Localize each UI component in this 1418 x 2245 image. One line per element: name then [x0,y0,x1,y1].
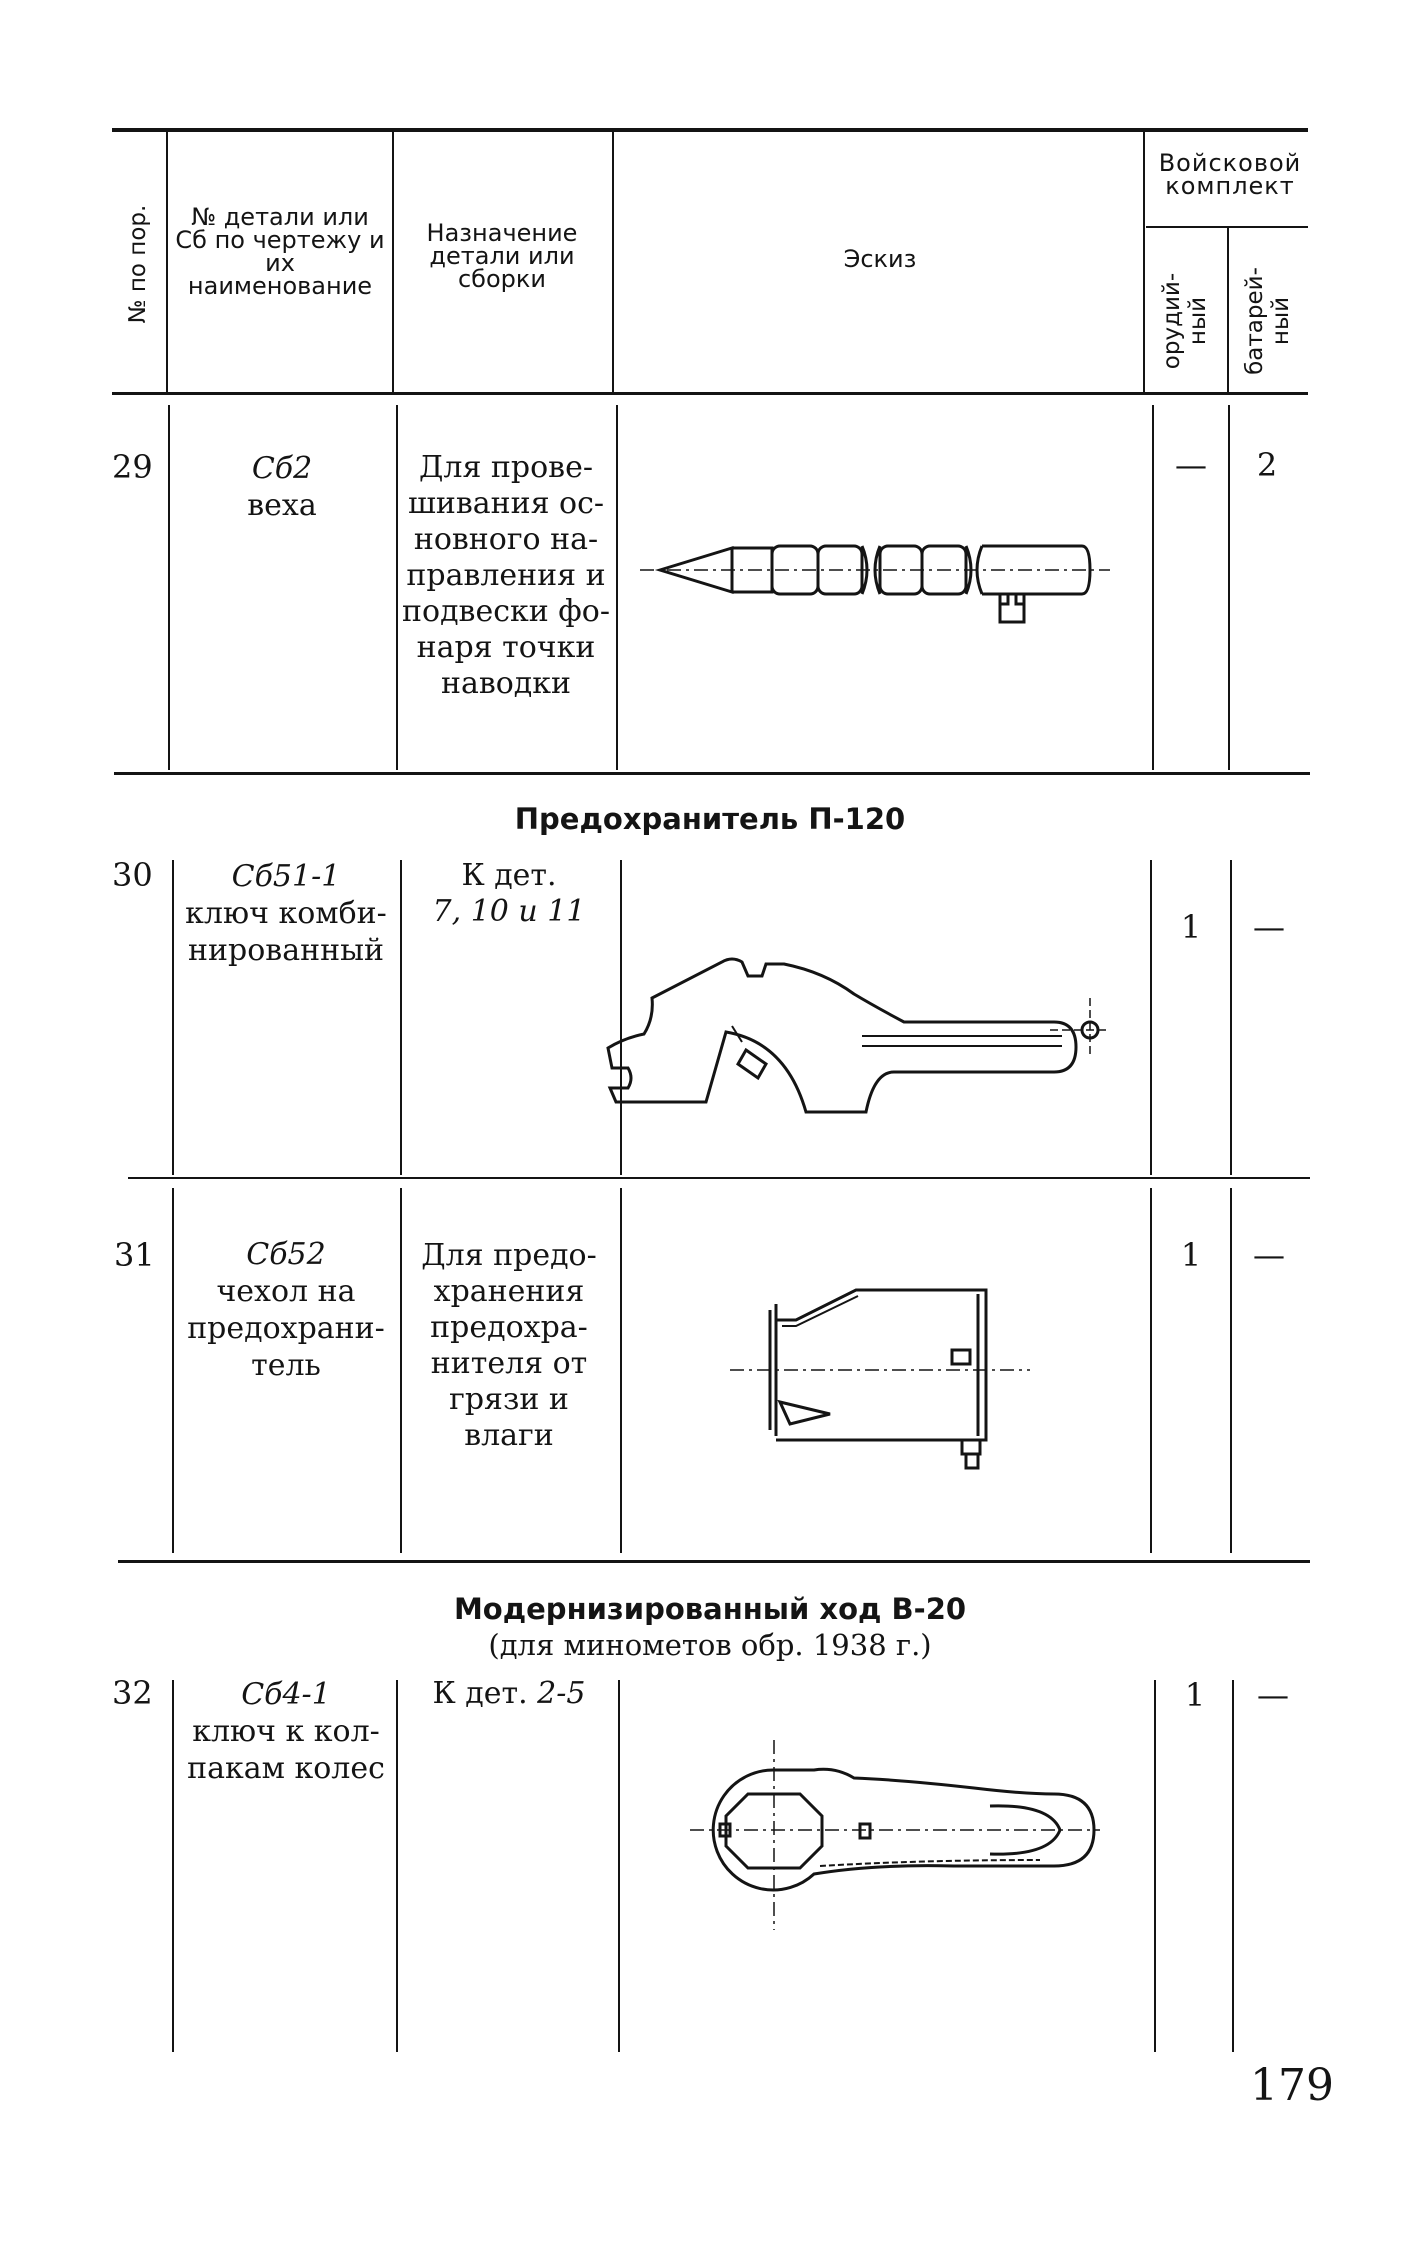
row-30-purpose-prefix: К дет. [461,858,557,893]
section-subtitle-chassis: (для минометов обр. 1938 г.) [488,1628,932,1662]
row-col-divider [1230,1188,1232,1553]
row-31-part-name: чехол на предохрани-тель [187,1274,385,1383]
col-header-sketch: Эскиз [843,245,917,273]
combination-wrench-sketch-icon [650,950,1120,1100]
row-29-purpose: Для прове-шивания ос-новного на-правлени… [402,450,610,701]
section-title-fuse: Предохранитель П-120 [514,802,906,836]
row-col-divider [620,1188,622,1553]
row-30-purpose-refs: 7, 10 и 11 [432,894,586,929]
col-header-purpose: Назначение детали или сборки [426,219,578,293]
row-29-rule [114,772,1310,775]
row-29-part-code: Сб2 [251,451,313,486]
row-30-gun-count: 1 [1180,908,1202,946]
row-31-battery-count: — [1253,1236,1285,1274]
row-31-purpose: Для предо-хранения предохра-нителя от гр… [421,1238,597,1453]
header-col-divider [612,132,614,392]
row-col-divider [1228,405,1230,770]
row-col-divider [620,860,622,1175]
section-title-chassis: Модернизированный ход В-20 [453,1592,967,1626]
row-col-divider [400,1188,402,1553]
row-col-divider [618,1680,620,2052]
col-header-num: № по пор. [125,204,151,324]
col-header-kit-battery: батарей-ный [1242,267,1294,375]
row-30-purpose: К дет. 7, 10 и 11 [404,858,614,930]
row-col-divider [172,860,174,1175]
row-29-gun-count: — [1175,446,1207,484]
row-31-gun-count: 1 [1180,1236,1202,1274]
row-30-part: Сб51-1 ключ комби-нированный [176,858,396,969]
cover-sketch-icon [730,1290,1050,1480]
row-col-divider [1230,860,1232,1175]
row-30-number: 30 [112,856,153,894]
row-29-battery-count: 2 [1256,446,1278,484]
row-32-purpose-refs: 2-5 [537,1676,586,1711]
header-col-divider [392,132,394,392]
row-30-part-code: Сб51-1 [231,859,341,894]
page-number: 179 [1250,2060,1334,2111]
top-rule [112,128,1308,132]
row-32-purpose: К дет. 2-5 [404,1676,614,1712]
row-29-part: Сб2 веха [174,450,390,524]
row-32-part-name: ключ к кол-пакам колес [187,1714,385,1786]
row-col-divider [396,405,398,770]
row-col-divider [1154,1680,1156,2052]
row-col-divider [396,1680,398,2052]
row-col-divider [172,1680,174,2052]
row-31-number: 31 [114,1236,155,1274]
row-30-part-name: ключ комби-нированный [185,896,387,968]
header-col-divider [1227,228,1229,392]
row-32-part-code: Сб4-1 [241,1677,331,1712]
col-header-part: № детали или Сб по чертежу и их наименов… [175,203,385,300]
header-col-divider [166,132,168,392]
row-31-rule [118,1560,1310,1563]
header-col-divider [1143,132,1145,392]
row-31-part: Сб52 чехол на предохрани-тель [176,1236,396,1384]
row-col-divider [1152,405,1154,770]
row-32-battery-count: — [1257,1676,1289,1714]
row-col-divider [1232,1680,1234,2052]
row-32-purpose-prefix: К дет. [432,1676,528,1711]
col-header-kit-gun: орудий-ный [1159,272,1211,370]
row-32-gun-count: 1 [1184,1676,1206,1714]
kit-subheader-rule [1146,226,1308,228]
row-32-number: 32 [112,1674,153,1712]
row-29-number: 29 [112,448,153,486]
row-col-divider [168,405,170,770]
row-col-divider [172,1188,174,1553]
row-30-rule [128,1177,1310,1179]
row-32-part: Сб4-1 ключ к кол-пакам колес [176,1676,396,1787]
row-col-divider [1150,1188,1152,1553]
row-col-divider [616,405,618,770]
header-bottom-rule [112,392,1308,395]
hub-cap-wrench-sketch-icon [690,1740,1120,1940]
row-30-battery-count: — [1253,908,1285,946]
survey-pole-sketch-icon [640,520,1120,630]
row-31-part-code: Сб52 [246,1237,326,1272]
row-col-divider [400,860,402,1175]
col-header-kit: Войсковой комплект [1158,149,1302,200]
row-col-divider [1150,860,1152,1175]
row-29-part-name: веха [247,488,317,523]
